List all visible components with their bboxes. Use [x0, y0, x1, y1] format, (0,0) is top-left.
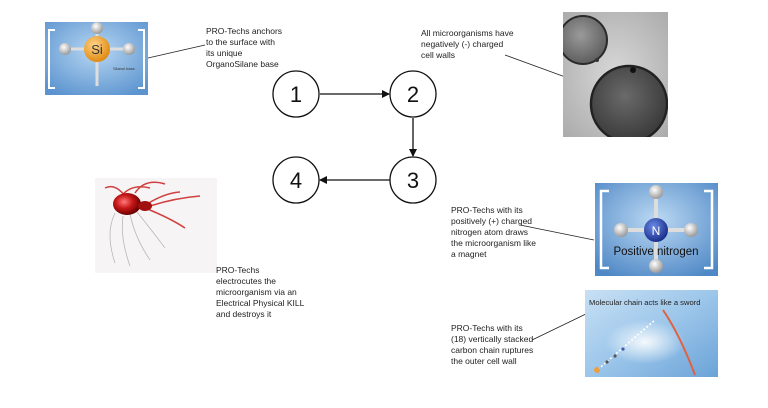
- positive-nitrogen-label: Positive nitrogen: [613, 246, 698, 258]
- caption-line: cell walls: [421, 50, 456, 60]
- caption-line: the outer cell wall: [451, 356, 517, 366]
- nitrogen-atom-label: N: [652, 224, 661, 238]
- caption-step-4: PRO-Techs electrocutes the microorganism…: [216, 265, 304, 320]
- caption-line: microorganism via an: [216, 287, 297, 297]
- caption-line: All microorganisms have: [421, 28, 514, 38]
- cell-micrograph-image: [563, 12, 668, 137]
- silane-molecule-image: Si Silanol base: [45, 22, 148, 95]
- sword-title: Molecular chain acts like a sword: [589, 298, 700, 307]
- caption-line: electrocutes the: [216, 276, 277, 286]
- caption-line: PRO-Techs anchors: [206, 26, 283, 36]
- leader-line-2: [504, 54, 569, 79]
- leader-line-1: [147, 44, 206, 59]
- bacterium-image: [95, 178, 217, 273]
- caption-line: PRO-Techs with its: [451, 205, 523, 215]
- caption-line: and destroys it: [216, 309, 272, 319]
- caption-line: (18) vertically stacked: [451, 334, 534, 344]
- step-3-circle: 3: [389, 156, 437, 204]
- molecular-sword-image: Molecular chain acts like a sword: [585, 290, 718, 377]
- caption-line: to the surface with: [206, 37, 275, 47]
- step-1-number: 1: [290, 82, 302, 107]
- caption-line: negatively (-) charged: [421, 39, 504, 49]
- caption-line: carbon chain ruptures: [451, 345, 534, 355]
- caption-line: PRO-Techs with its: [451, 323, 523, 333]
- caption-line: Electrical Physical KILL: [216, 298, 305, 308]
- caption-line: OrganoSilane base: [206, 59, 279, 69]
- caption-step-1: PRO-Techs anchors to the surface with it…: [206, 26, 282, 70]
- caption-line: its unique: [206, 48, 243, 58]
- silane-base-label: Silanol base: [113, 66, 136, 71]
- step-2-circle: 2: [389, 70, 437, 118]
- caption-line: PRO-Techs: [216, 265, 260, 275]
- caption-step-3: PRO-Techs with its positively (+) charge…: [451, 205, 536, 260]
- step-2-number: 2: [407, 82, 419, 107]
- caption-line: a magnet: [451, 249, 487, 259]
- nitrogen-molecule-image: N Positive nitrogen: [595, 183, 718, 276]
- caption-line: nitrogen atom draws: [451, 227, 529, 237]
- caption-step-2: All microorganisms have negatively (-) c…: [421, 28, 514, 61]
- caption-line: positively (+) charged: [451, 216, 533, 226]
- caption-line: the microorganism like: [451, 238, 537, 248]
- leader-line-3: [519, 224, 595, 241]
- caption-carbon-chain: PRO-Techs with its (18) vertically stack…: [451, 323, 533, 367]
- leader-line-5: [531, 312, 589, 341]
- silicon-atom-label: Si: [91, 42, 103, 57]
- step-1-circle: 1: [272, 70, 320, 118]
- step-4-number: 4: [290, 168, 302, 193]
- step-3-number: 3: [407, 168, 419, 193]
- step-4-circle: 4: [272, 156, 320, 204]
